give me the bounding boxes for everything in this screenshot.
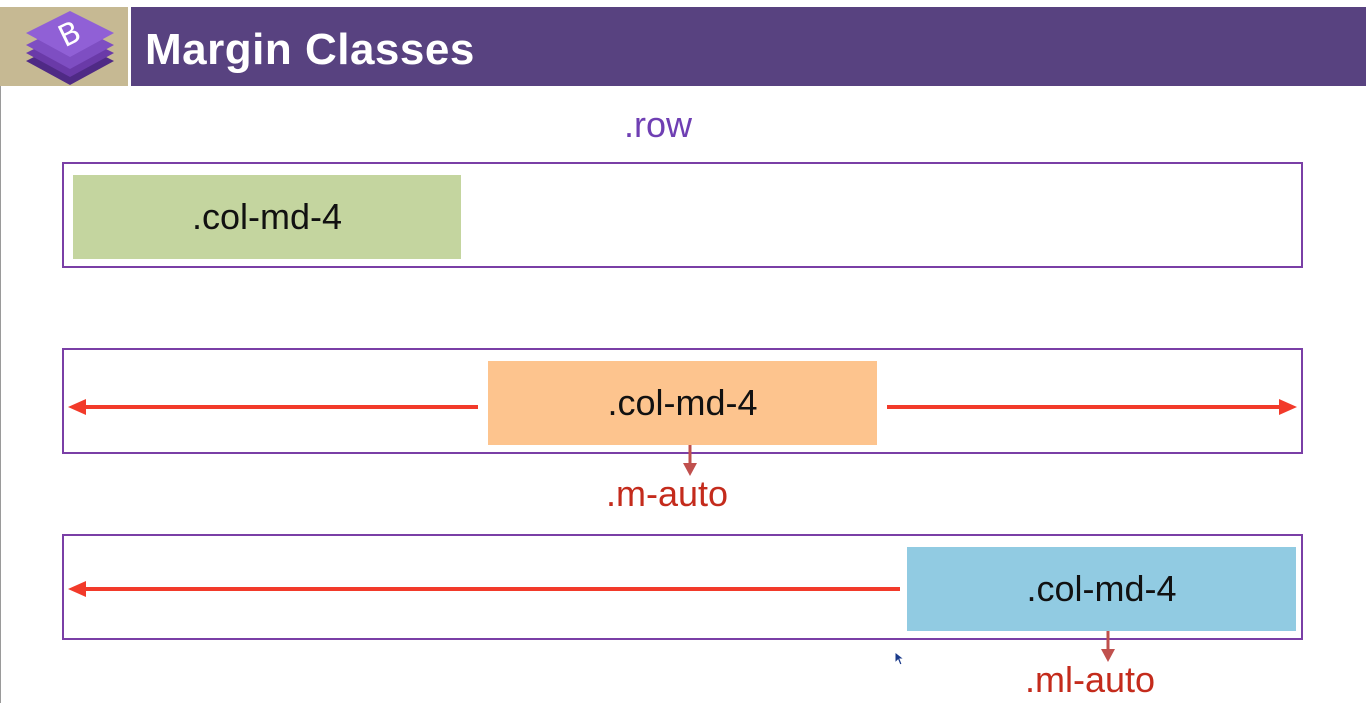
column-label-2: .col-md-4 [607, 382, 758, 423]
row-container-2 [62, 348, 1303, 454]
title-bar [131, 7, 1366, 86]
column-box-1: .col-md-4 [73, 175, 461, 259]
column-box-3: .col-md-4 [907, 547, 1296, 631]
left-margin-arrow-icon [68, 399, 478, 415]
row-container-3 [62, 534, 1303, 640]
mouse-cursor-icon [894, 651, 906, 666]
logo-panel: B [0, 7, 128, 86]
right-margin-arrow-icon [887, 399, 1297, 415]
ml-auto-label: .ml-auto [1025, 659, 1156, 700]
m-auto-label: .m-auto [606, 473, 729, 514]
column-box-2: .col-md-4 [488, 361, 877, 445]
slide-header: B Margin Classes [0, 7, 1366, 86]
bootstrap-logo-icon: B [26, 11, 114, 85]
ml-auto-pointer-arrow-icon [1101, 631, 1115, 662]
column-label-1: .col-md-4 [191, 196, 343, 237]
row-container-1 [62, 162, 1303, 268]
slide-frame-edge [0, 85, 1, 703]
left-auto-margin-arrow-icon [68, 581, 900, 597]
column-label-3: .col-md-4 [1026, 568, 1177, 609]
row-label: .row [624, 104, 693, 145]
page-title: Margin Classes [145, 25, 475, 74]
m-auto-pointer-arrow-icon [683, 445, 697, 476]
